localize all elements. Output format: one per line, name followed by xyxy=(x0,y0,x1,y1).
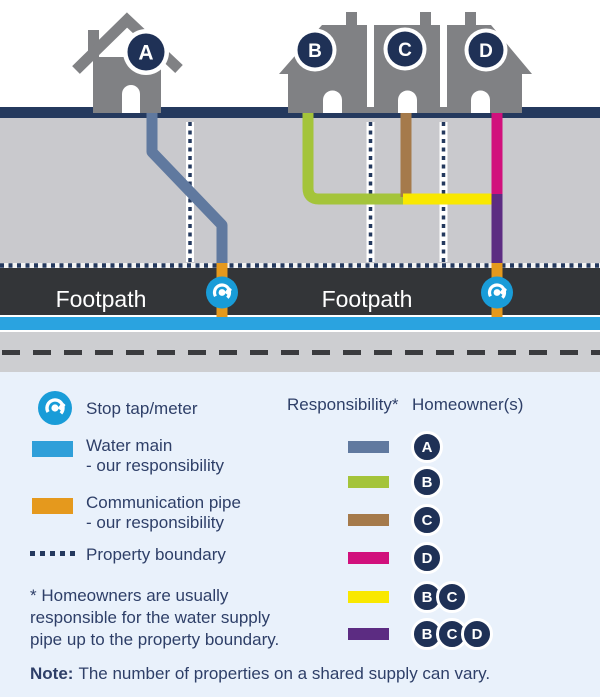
communication-pipe-swatch xyxy=(32,498,73,514)
chimney xyxy=(346,12,357,34)
house-label: B xyxy=(308,41,322,62)
pipe-b xyxy=(302,106,403,205)
chimney xyxy=(420,12,431,34)
responsibility-swatch xyxy=(348,628,389,640)
stop-tap-label: Stop tap/meter xyxy=(86,399,198,418)
stop-tap-icon xyxy=(206,276,238,309)
responsibility-row: D xyxy=(348,542,443,574)
water-main-label: Water main xyxy=(86,436,173,455)
homeowner-circles: B xyxy=(411,466,443,498)
responsibility-swatch xyxy=(348,552,389,564)
divider-line xyxy=(0,315,600,317)
house-label: D xyxy=(479,41,493,62)
note: Note:The number of properties on a share… xyxy=(30,664,490,684)
house-gap xyxy=(367,16,374,107)
responsibility-row: C xyxy=(348,504,443,536)
responsibility-swatch xyxy=(348,514,389,526)
house-badge-d: D xyxy=(464,28,508,72)
ground xyxy=(0,118,600,265)
communication-pipe-label: Communication pipe xyxy=(86,493,241,512)
homeowner-badge: A xyxy=(411,431,443,463)
homeowner-badge: D xyxy=(461,618,493,650)
homeowner-circles: D xyxy=(411,542,443,574)
pipe-a xyxy=(146,106,228,264)
responsibility-swatch xyxy=(348,476,389,488)
note-text: The number of properties on a shared sup… xyxy=(78,664,491,683)
note-label: Note: xyxy=(30,664,74,683)
property-boundary-label: Property boundary xyxy=(86,545,226,564)
homeowner-badge: C xyxy=(436,581,468,613)
house-label: C xyxy=(398,40,412,61)
water-main-band xyxy=(0,317,600,330)
house-badge-b: B xyxy=(293,28,337,72)
house-gap xyxy=(440,16,447,107)
footpath-label-left: Footpath xyxy=(56,286,147,312)
homeowner-badge: B xyxy=(411,466,443,498)
homeowner-header: Homeowner(s) xyxy=(412,395,524,414)
responsibility-row: A xyxy=(348,431,443,463)
homeowner-circles: A xyxy=(411,431,443,463)
responsibility-swatch xyxy=(348,441,389,453)
house-badge-a: A xyxy=(123,29,169,75)
door xyxy=(398,90,417,113)
homeowner-circles: C xyxy=(411,504,443,536)
house-label: A xyxy=(138,42,153,65)
legend-panel: Stop tap/meter Water main - our responsi… xyxy=(0,372,600,697)
footnote-line: pipe up to the property boundary. xyxy=(30,630,280,649)
divider-line xyxy=(0,330,600,332)
footnote: * Homeowners are usually responsible for… xyxy=(30,585,279,651)
responsibility-header: Responsibility* xyxy=(287,395,399,414)
chimney xyxy=(465,12,476,34)
property-boundary-swatch xyxy=(30,551,79,556)
footpath-label-right: Footpath xyxy=(322,286,413,312)
chimney xyxy=(88,30,99,58)
stop-tap-icon xyxy=(38,391,72,425)
door xyxy=(323,90,342,113)
water-main-sublabel: - our responsibility xyxy=(86,456,224,475)
water-main-swatch xyxy=(32,441,73,457)
door xyxy=(471,90,490,113)
homeowner-badge: D xyxy=(411,542,443,574)
responsibility-row: B xyxy=(348,466,443,498)
footnote-line: responsible for the water supply xyxy=(30,608,271,627)
supply-diagram: A B C D Footpath Footpath xyxy=(0,12,600,372)
communication-pipe-sublabel: - our responsibility xyxy=(86,513,224,532)
stop-tap-icon xyxy=(481,276,513,309)
house-badge-c: C xyxy=(383,27,427,71)
responsibility-swatch xyxy=(348,591,389,603)
homeowner-badge: C xyxy=(411,504,443,536)
door xyxy=(122,85,140,113)
footnote-line: * Homeowners are usually xyxy=(30,586,229,605)
